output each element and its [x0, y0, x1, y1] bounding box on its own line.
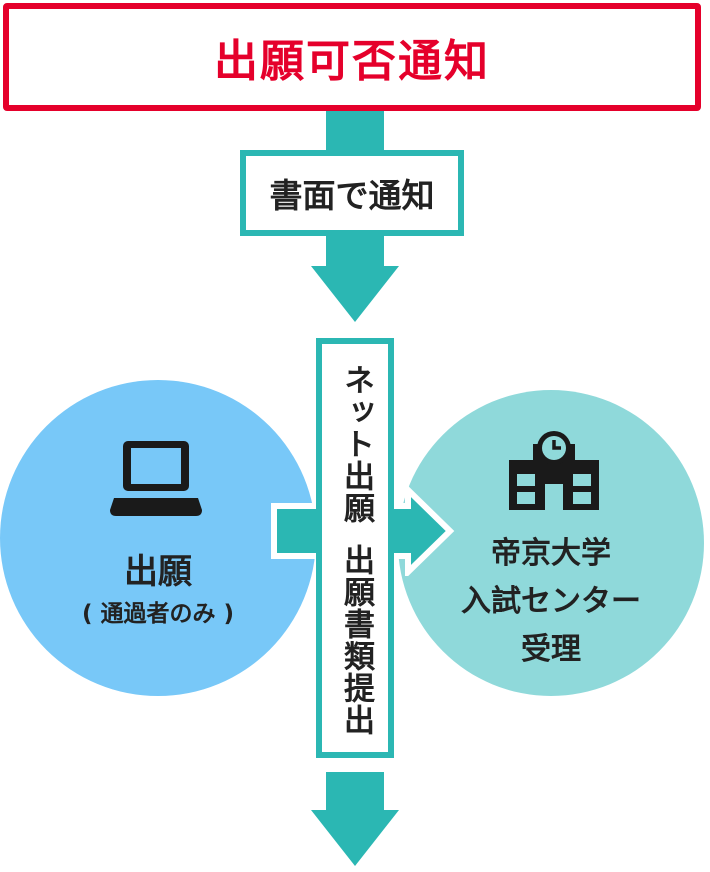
- arrow-shaft-top: [326, 111, 384, 151]
- top-title: 出願可否通知: [214, 36, 490, 87]
- documents-submit-label: 出願書類提出: [338, 544, 374, 736]
- arrow-head-bottom: [311, 810, 399, 866]
- arrow-shaft-middle: [326, 236, 384, 268]
- center-process-box: ネット出願 出願書類提出: [316, 338, 394, 758]
- arrow-head-middle: [311, 266, 399, 322]
- university-line3: 受理: [521, 632, 581, 667]
- apply-subtitle: ( 通過者のみ ): [81, 601, 235, 627]
- net-apply-label: ネット出願: [338, 364, 374, 524]
- top-banner: 出願可否通知: [3, 3, 701, 111]
- university-line2: 入試センター: [461, 584, 641, 619]
- university-text: 帝京大学 入試センター 受理: [420, 530, 682, 674]
- apply-circle: [0, 380, 316, 696]
- notice-label: 書面で通知: [269, 176, 435, 215]
- notice-box: 書面で通知: [240, 150, 464, 236]
- arrow-shaft-bottom: [326, 772, 384, 812]
- laptop-icon: [110, 441, 202, 516]
- apply-title: 出願: [124, 552, 192, 592]
- school-building-icon: [509, 431, 599, 510]
- university-line1: 帝京大学: [491, 536, 611, 571]
